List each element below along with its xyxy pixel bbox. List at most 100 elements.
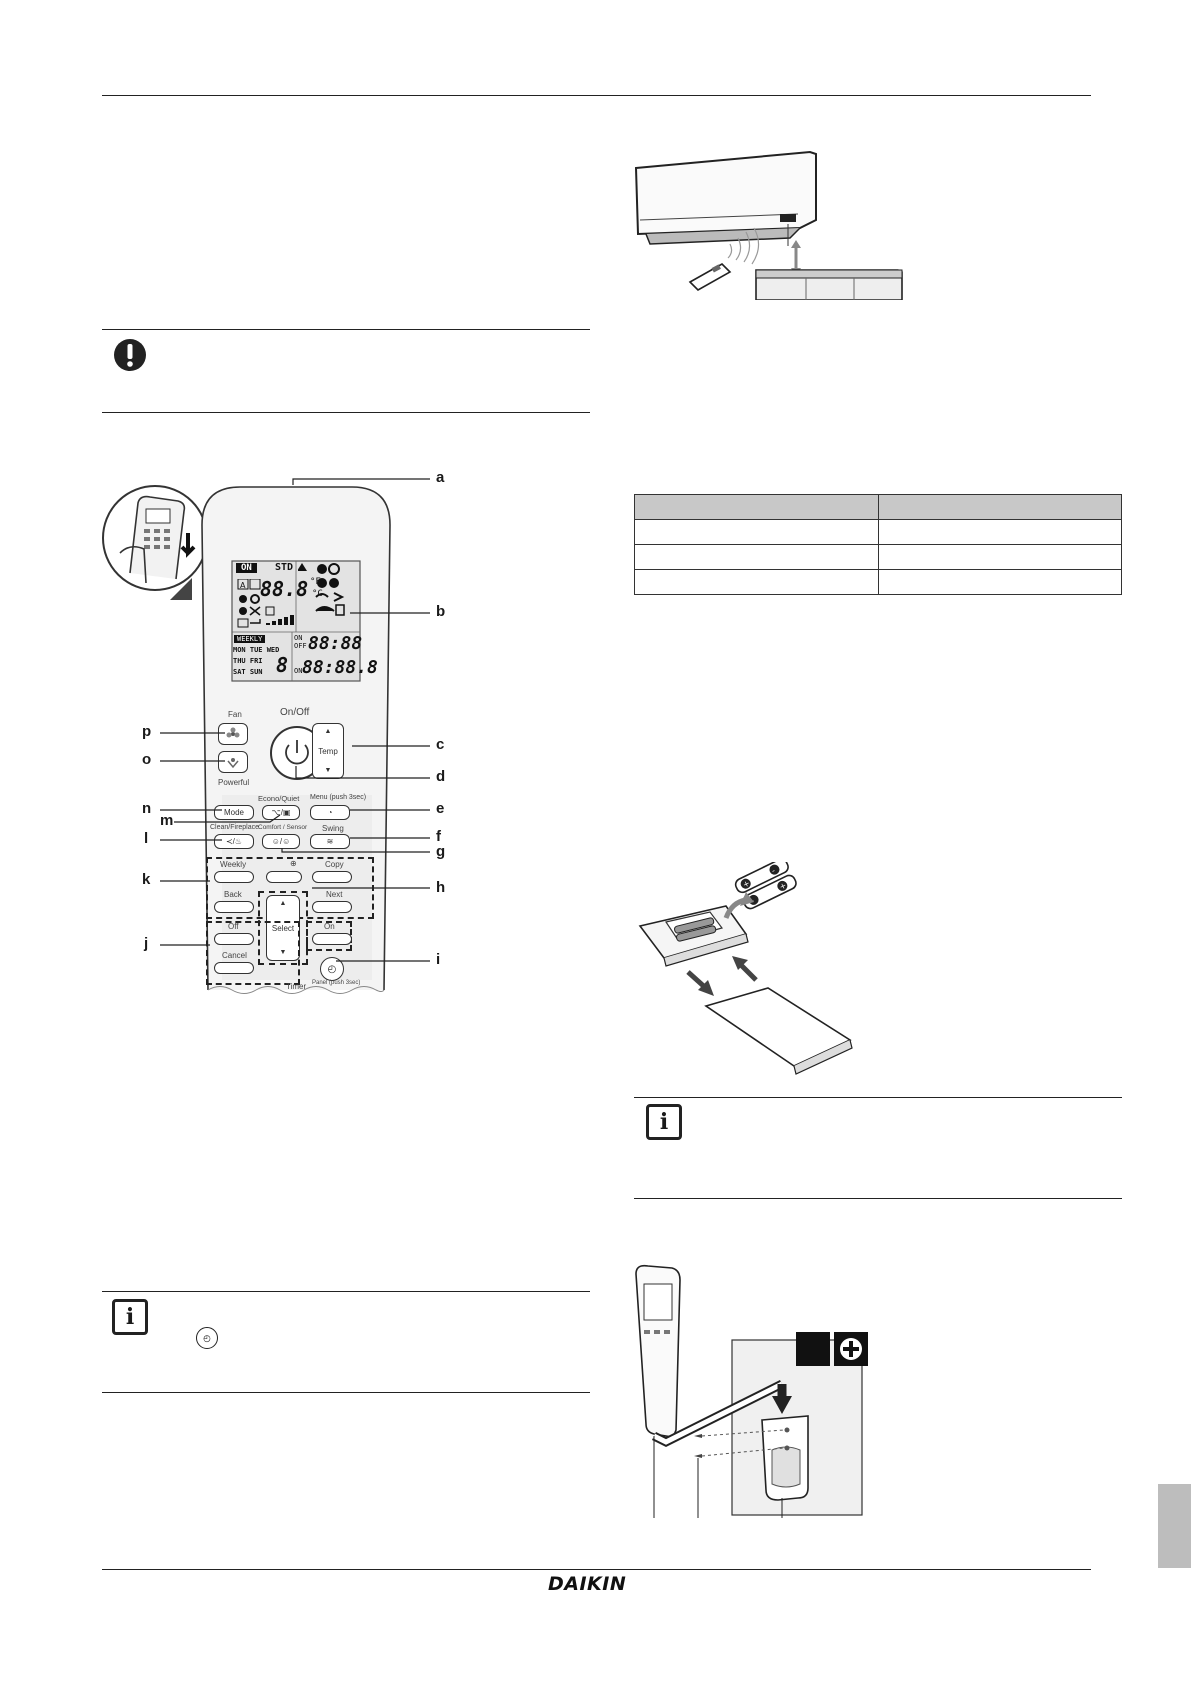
callout-a: a — [436, 469, 445, 486]
lcd-mode-icons: A — [236, 578, 296, 636]
lcd-right-icons — [297, 563, 358, 636]
next-button[interactable] — [312, 901, 352, 913]
callout-l: l — [144, 830, 149, 847]
comfort-sensor-label: Comfort / Sensor — [258, 824, 308, 831]
select-down-icon: ▼ — [279, 949, 287, 956]
table-row — [634, 519, 1122, 545]
cancel-label: Cancel — [222, 951, 247, 960]
off-label: Off — [228, 922, 239, 931]
lcd-on-badge: ON — [236, 563, 257, 573]
callout-f: f — [436, 828, 441, 845]
temp-label: Temp — [318, 746, 338, 756]
menu-button[interactable]: ◔ — [310, 805, 350, 820]
panel-button[interactable]: ◴ — [320, 957, 344, 981]
weekly-label: Weekly — [220, 860, 247, 869]
timer-clock-icon: ◴ — [196, 1327, 218, 1349]
lcd-unit-c: °C — [312, 589, 323, 599]
select-up-icon: ▲ — [279, 900, 287, 907]
callout-g: g — [436, 843, 446, 860]
callout-k: k — [142, 871, 151, 888]
swing-label: Swing — [322, 824, 344, 833]
on-off-label: On/Off — [280, 707, 310, 718]
info-icon: i — [112, 1299, 148, 1335]
callout-h: h — [436, 879, 446, 896]
next-label: Next — [326, 890, 343, 899]
program-button[interactable] — [266, 871, 302, 883]
lcd-time-bottom: 88:88.8 — [302, 657, 378, 678]
lcd-unit-f: °F — [310, 577, 321, 587]
callout-i: i — [436, 951, 441, 968]
comfort-sensor-icon: ☺/☺ — [271, 837, 291, 846]
table-row — [634, 544, 1122, 570]
lcd-off-label: OFF — [294, 642, 307, 650]
table-row — [634, 569, 1122, 595]
caution-icon — [112, 337, 148, 378]
svg-text:A: A — [240, 581, 246, 590]
footer-rule — [102, 1569, 1091, 1570]
callout-n: n — [142, 800, 152, 817]
weekly-button[interactable] — [214, 871, 254, 883]
fan-button[interactable] — [218, 723, 248, 745]
program-icon: ⊕ — [290, 859, 297, 868]
timer-on-button[interactable] — [312, 933, 352, 945]
header-rule — [102, 95, 1091, 96]
swing-button[interactable]: ≋ — [310, 834, 350, 849]
callout-m: m — [160, 812, 174, 829]
phillips-screw-icon — [834, 1332, 868, 1366]
info-right-top-rule — [634, 1097, 1122, 1098]
specification-table — [634, 494, 1122, 595]
daikin-logo: DAIKIN — [548, 1573, 627, 1595]
copy-button[interactable] — [312, 871, 352, 883]
menu-icon: ◔ — [327, 808, 333, 817]
timer-cancel-button[interactable] — [214, 962, 254, 974]
comfort-sensor-button[interactable]: ☺/☺ — [262, 834, 300, 849]
timer-label: Timer — [286, 982, 307, 991]
on-label: On — [324, 922, 335, 931]
lcd-days-row1: MON TUE WED — [233, 646, 280, 654]
info-right-bottom-rule — [634, 1198, 1122, 1199]
callout-e: e — [436, 800, 445, 817]
back-label: Back — [224, 890, 242, 899]
mode-button[interactable]: Mode — [214, 805, 254, 820]
info-icon-right: i — [646, 1104, 682, 1140]
econo-quiet-icon: ⌥/▣ — [271, 808, 291, 817]
lcd-day-digit: 8 — [276, 653, 289, 677]
fan-icon — [226, 727, 240, 738]
svg-text:-: - — [770, 866, 777, 875]
timer-off-button[interactable] — [214, 933, 254, 945]
copy-label: Copy — [325, 860, 344, 869]
callout-p: p — [142, 723, 152, 740]
powerful-button[interactable] — [218, 751, 248, 773]
econo-quiet-button[interactable]: ⌥/▣ — [262, 805, 300, 820]
clean-fireplace-button[interactable]: ≺/♨ — [214, 834, 254, 849]
battery-replacement-illustration: + - - + — [636, 858, 866, 1087]
lcd-weekly-badge: WEEKLY — [234, 635, 266, 643]
back-button[interactable] — [214, 901, 254, 913]
clean-fireplace-icon: ≺/♨ — [225, 837, 243, 846]
svg-text:+: + — [778, 881, 788, 892]
lcd-temp-digits: 88.8 — [260, 577, 309, 601]
remote-controller: ON STD 88.8 °F °C A WEEKLY MON TUE WED T… — [200, 485, 392, 995]
info-left-top-rule — [102, 1291, 590, 1292]
arrow-marker-icon — [170, 578, 192, 605]
menu-label: Menu (push 3sec) — [310, 794, 367, 801]
caution-bottom-rule — [102, 412, 590, 413]
temp-down-icon: ▼ — [324, 767, 332, 774]
info-left-bottom-rule — [102, 1392, 590, 1393]
temp-button[interactable]: ▲ Temp ▼ — [312, 723, 344, 779]
lcd-on-label-2: ON — [294, 667, 303, 675]
lcd-days-row2: THU FRI — [233, 657, 263, 665]
callout-c: c — [436, 736, 445, 753]
callout-d: d — [436, 768, 446, 785]
swing-icon: ≋ — [326, 837, 334, 846]
panel-label: Panel (push 3sec) — [312, 980, 361, 986]
econo-quiet-label: Econo/Quiet — [258, 794, 300, 803]
clean-fireplace-label: Clean/Fireplace — [210, 824, 260, 831]
timer-off-group-outline — [206, 921, 300, 985]
callout-j: j — [144, 935, 149, 952]
screwdriver-slot-badge — [796, 1332, 830, 1366]
powerful-label: Powerful — [218, 778, 250, 787]
clock-icon: ◴ — [327, 963, 337, 975]
caution-top-rule — [102, 329, 590, 330]
